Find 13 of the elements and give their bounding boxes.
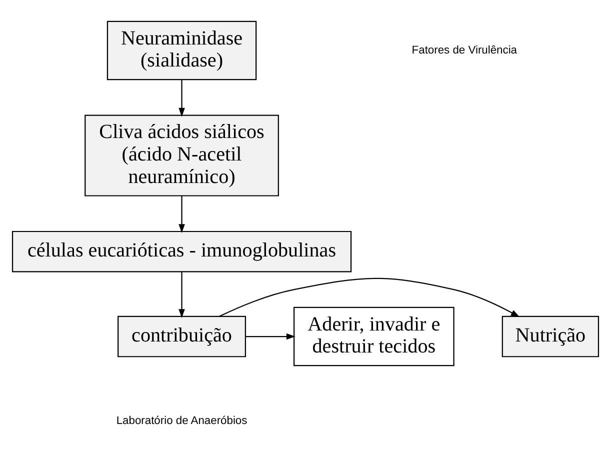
label: Fatores de Virulência [412, 44, 518, 56]
arrow [219, 277, 520, 317]
node-box: células eucarióticas - imunoglobulinas [12, 230, 352, 272]
arrow [178, 195, 185, 233]
arrow [246, 332, 296, 340]
arrow [178, 271, 185, 318]
arrow [178, 79, 185, 116]
label: Laboratório de Anaeróbios [116, 414, 248, 427]
node-box: Neuraminidase (sialidase) [106, 20, 257, 80]
node-box: Nutrição [502, 315, 600, 357]
node-box: Aderir, invadir e destruir tecidos [294, 306, 454, 366]
node-box: contribuição [118, 315, 246, 357]
node-box: Cliva ácidos siálicos (ácido N-acetil neuramínico) [84, 114, 279, 196]
